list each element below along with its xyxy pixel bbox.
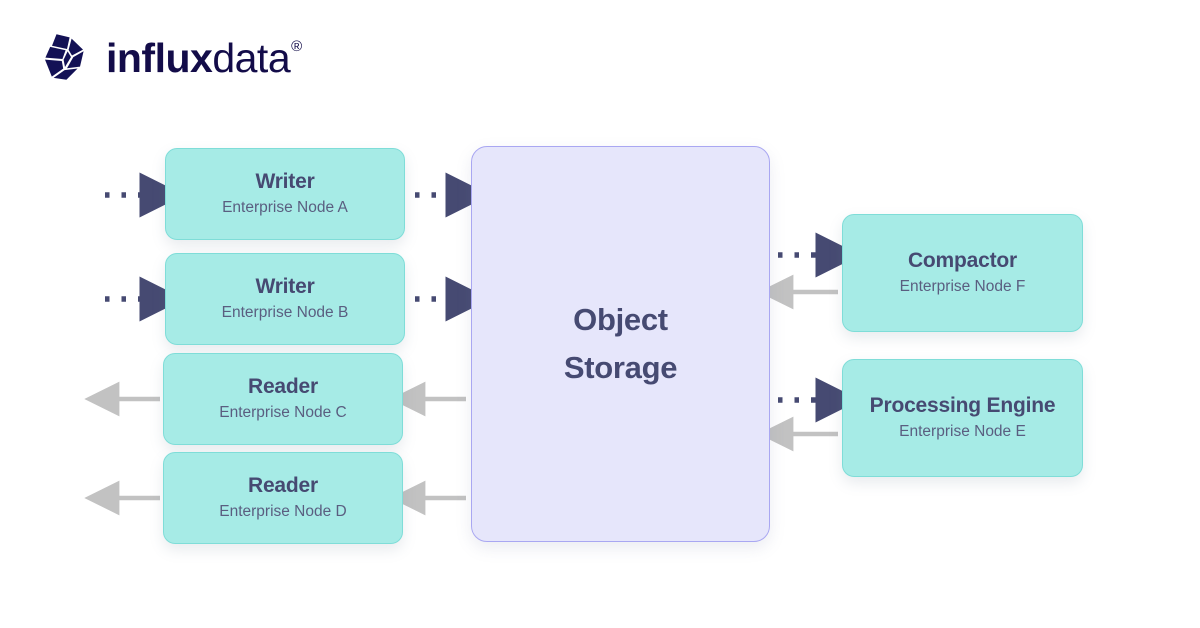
- node-subtitle: Enterprise Node A: [222, 198, 348, 216]
- node-writer-a[interactable]: Writer Enterprise Node A: [165, 148, 405, 240]
- node-title: Compactor: [907, 249, 1018, 273]
- node-reader-c[interactable]: Reader Enterprise Node C: [163, 353, 403, 445]
- node-title: Writer: [255, 275, 315, 299]
- influxdata-logo: influxdata®: [36, 26, 336, 88]
- influxdata-wordmark: influxdata®: [106, 34, 302, 81]
- node-title: Reader: [247, 375, 318, 399]
- node-title: Writer: [255, 170, 315, 194]
- registered-trademark-icon: ®: [291, 37, 302, 55]
- node-processing-engine[interactable]: Processing Engine Enterprise Node E: [842, 359, 1083, 477]
- node-title: Object Storage: [563, 301, 678, 385]
- node-object-storage[interactable]: Object Storage: [471, 146, 770, 542]
- node-subtitle: Enterprise Node E: [899, 422, 1026, 440]
- logo-word-light: data: [212, 34, 291, 81]
- node-compactor[interactable]: Compactor Enterprise Node F: [842, 214, 1083, 332]
- node-subtitle: Enterprise Node B: [221, 303, 349, 321]
- node-subtitle: Enterprise Node C: [219, 403, 347, 421]
- node-title: Reader: [247, 474, 318, 498]
- node-writer-b[interactable]: Writer Enterprise Node B: [165, 253, 405, 345]
- logo-word-bold: influx: [106, 34, 213, 81]
- influxdata-polyhedron-icon: [36, 29, 92, 85]
- node-subtitle: Enterprise Node F: [899, 277, 1026, 295]
- node-reader-d[interactable]: Reader Enterprise Node D: [163, 452, 403, 544]
- node-subtitle: Enterprise Node D: [219, 502, 347, 520]
- node-title: Processing Engine: [869, 394, 1056, 418]
